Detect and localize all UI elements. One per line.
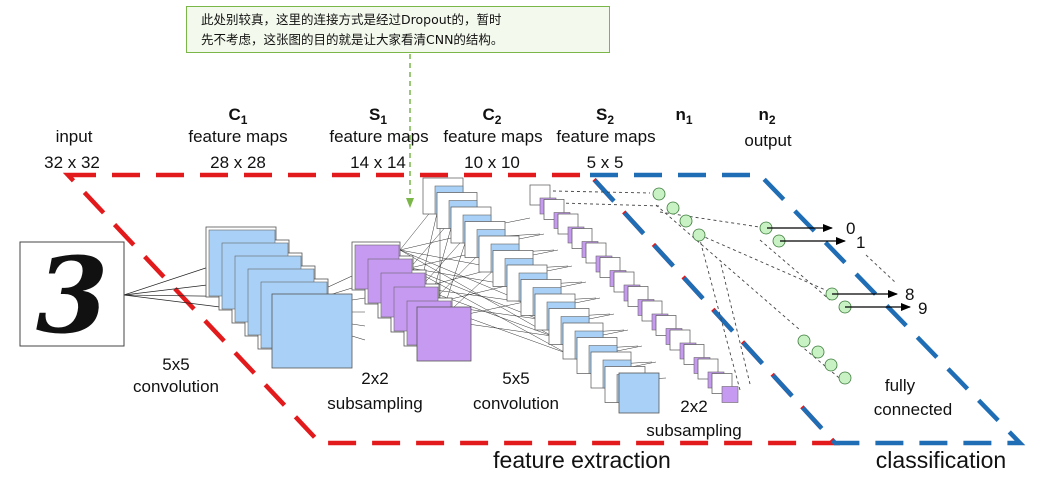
sub2-name: subsampling bbox=[646, 421, 741, 440]
n1-neuron bbox=[797, 334, 811, 348]
output-label-0: 0 bbox=[846, 219, 855, 238]
conv2-size: 5x5 bbox=[502, 369, 529, 388]
n1-neuron bbox=[692, 228, 706, 242]
s2-label: S2 bbox=[596, 105, 614, 127]
s2-map bbox=[721, 386, 739, 403]
c2-size: 10 x 10 bbox=[464, 153, 520, 172]
input-image: 3 bbox=[19, 234, 125, 357]
n1-neuron bbox=[824, 358, 838, 372]
n2-desc: output bbox=[744, 131, 792, 150]
classification-border bbox=[584, 172, 1026, 446]
n2-label: n2 bbox=[758, 105, 775, 127]
input-digit: 3 bbox=[36, 234, 108, 357]
conv2-name: convolution bbox=[473, 394, 559, 413]
c2-label: C2 bbox=[483, 105, 502, 127]
output-label-9: 9 bbox=[918, 299, 927, 318]
feature-extraction-label: feature extraction bbox=[493, 447, 671, 473]
n1-neuron bbox=[811, 345, 825, 359]
fc-label-1: fully bbox=[885, 376, 916, 395]
s1-label: S1 bbox=[369, 105, 387, 127]
output-arrows bbox=[767, 224, 911, 311]
classification-label: classification bbox=[876, 447, 1006, 473]
sub2-size: 2x2 bbox=[680, 397, 707, 416]
annotation-note: 此处别较真，这里的连接方式是经过Dropout的，暂时 先不考虑，这张图的目的就… bbox=[186, 6, 610, 53]
s2-size: 5 x 5 bbox=[587, 153, 624, 172]
n1-neuron bbox=[652, 187, 666, 201]
c2-desc: feature maps bbox=[443, 127, 542, 146]
layer-labels: input 32 x 32 C1 feature maps 28 x 28 S1… bbox=[44, 105, 792, 172]
c1-desc: feature maps bbox=[188, 127, 287, 146]
n1-neuron bbox=[679, 214, 693, 228]
feature-map-stacks bbox=[205, 177, 739, 414]
s1-size: 14 x 14 bbox=[350, 153, 406, 172]
sub1-name: subsampling bbox=[327, 394, 422, 413]
n1-neuron bbox=[666, 201, 680, 215]
c1-size: 28 x 28 bbox=[210, 153, 266, 172]
output-label-8: 8 bbox=[905, 285, 914, 304]
conv1-name: convolution bbox=[133, 377, 219, 396]
c2-map-front bbox=[618, 372, 660, 414]
input-label: input bbox=[56, 127, 93, 146]
fc-label-2: connected bbox=[874, 400, 952, 419]
n1-label: n1 bbox=[675, 105, 692, 127]
operation-labels: 5x5 convolution 2x2 subsampling 5x5 conv… bbox=[133, 355, 952, 440]
s1-desc: feature maps bbox=[329, 127, 428, 146]
s1-map-front bbox=[416, 306, 472, 362]
c1-map-front bbox=[271, 293, 353, 369]
s2-desc: feature maps bbox=[556, 127, 655, 146]
output-label-1: 1 bbox=[856, 233, 865, 252]
input-size: 32 x 32 bbox=[44, 153, 100, 172]
n1-neuron bbox=[838, 371, 852, 385]
c1-label: C1 bbox=[229, 105, 248, 127]
sub1-size: 2x2 bbox=[361, 369, 388, 388]
conv1-size: 5x5 bbox=[162, 355, 189, 374]
